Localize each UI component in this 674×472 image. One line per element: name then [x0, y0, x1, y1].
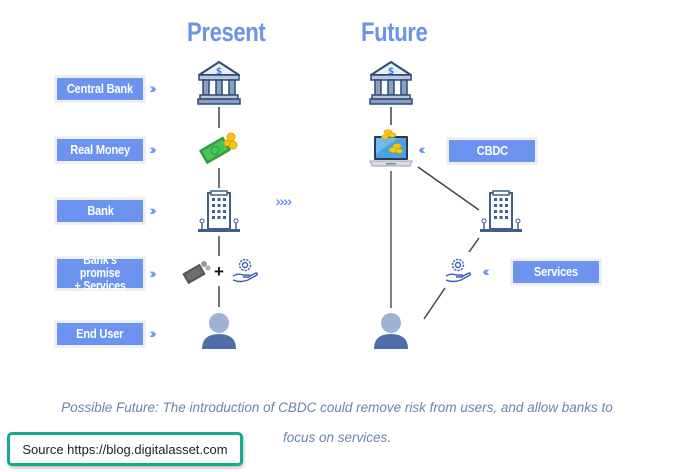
label-bank-text: Bank	[86, 203, 114, 218]
source-badge: Source https://blog.digitalasset.com	[7, 432, 243, 466]
svg-text:$: $	[388, 67, 394, 77]
label-banks-promise-services: Bank's promise + Services	[54, 253, 146, 293]
label-services-text: Services	[533, 264, 579, 279]
laptop-coins-icon	[369, 129, 413, 167]
label-services: Services	[510, 258, 602, 286]
label-real-money-text: Real Money	[70, 142, 130, 157]
money-icon	[199, 132, 238, 164]
label-services-text: + Services	[74, 279, 126, 293]
label-central-bank-text: Central Bank	[66, 81, 134, 96]
caption-line-2: focus on services.	[282, 430, 392, 445]
bank-building-icon	[480, 190, 522, 232]
bank-building-icon	[198, 190, 240, 232]
svg-text:$: $	[216, 67, 222, 77]
label-end-user: End User	[54, 320, 146, 348]
promise-money-gray-icon	[182, 261, 211, 284]
label-bank: Bank	[54, 197, 146, 225]
services-hand-gear-icon	[232, 258, 259, 283]
label-cbdc: CBDC	[446, 137, 538, 165]
future-line-laptop-bank	[417, 166, 480, 211]
plus-sign: +	[214, 262, 224, 281]
future-line-services-user	[423, 287, 446, 320]
label-cbdc-text: CBDC	[476, 143, 508, 158]
future-title: Future	[361, 17, 428, 47]
present-title: Present	[187, 17, 266, 47]
source-text: Source https://blog.digitalasset.com	[22, 441, 228, 457]
label-banks-promise-text: Bank's promise	[79, 253, 121, 280]
future-line-bank-services	[468, 237, 480, 253]
label-real-money: Real Money	[54, 136, 146, 164]
transition-chevrons-icon: ››› ››› ››› ›››	[276, 193, 291, 209]
label-end-user-text: End User	[76, 326, 124, 341]
services-hand-gear-icon	[445, 258, 472, 283]
user-icon	[374, 313, 408, 349]
central-bank-icon: $	[197, 61, 241, 105]
label-central-bank: Central Bank	[54, 75, 146, 103]
user-icon	[202, 313, 236, 349]
caption-line-1: Possible Future: The introduction of CBD…	[61, 400, 613, 415]
central-bank-icon: $	[369, 61, 413, 105]
